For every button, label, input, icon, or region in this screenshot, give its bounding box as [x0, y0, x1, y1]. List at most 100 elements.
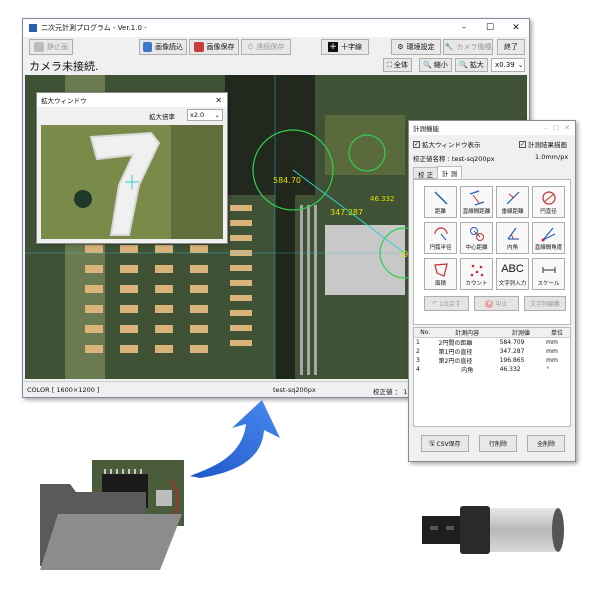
still-image-button[interactable]: 静止画: [29, 39, 73, 55]
distance-icon: [434, 191, 448, 205]
table-row[interactable]: 1 2円間の距離 584.709 mm: [414, 338, 570, 347]
save-image-button[interactable]: 画像保存: [189, 39, 239, 55]
tab-calibrate[interactable]: 校 正: [413, 167, 439, 179]
close-icon[interactable]: ✕: [512, 23, 520, 33]
csv-save-button[interactable]: 🖫CSV保存: [421, 435, 469, 452]
tool-count[interactable]: カウント: [460, 258, 493, 290]
row-value: 46.332: [499, 366, 521, 373]
tool-area[interactable]: 面積: [424, 258, 457, 290]
zoom-factor-label: 拡大倍率: [149, 113, 175, 121]
tool-count-label: カウント: [465, 281, 488, 287]
color-mode-text: COLOR [ 1600×1200 ]: [27, 386, 100, 394]
table-row[interactable]: 3 第2円の直径 196.865 mm: [414, 356, 570, 365]
row-no: 3: [416, 357, 420, 364]
tab-measure[interactable]: 計 測: [437, 166, 463, 179]
center-distance-icon: [470, 227, 484, 241]
row-item: 内角: [461, 367, 474, 374]
area-icon: [434, 263, 448, 277]
camera-icon: [34, 42, 44, 52]
fit-button[interactable]: ⛶全体: [383, 58, 412, 72]
overlay-label-diameter: 347.287: [330, 208, 363, 217]
tool-perpendicular[interactable]: 垂線距離: [496, 186, 529, 218]
zoom-in-button[interactable]: 🔍拡大: [455, 58, 488, 72]
tool-line-distance[interactable]: 直線間距離: [460, 186, 493, 218]
calibration-name-text: 校正値名称 : test-sq200px: [413, 155, 495, 163]
magnifier-title: 拡大ウィンドウ: [41, 97, 87, 105]
tool-arc-radius[interactable]: 円弧半径: [424, 222, 457, 254]
crosshair-label: 十字線: [341, 43, 362, 51]
row-item: 第1円の直径: [438, 349, 473, 356]
col-unit: 単位: [551, 330, 564, 337]
title-bar: 二次元計測プログラム - Ver.1.0 - – ☐ ✕: [23, 19, 529, 37]
folder-icon: [40, 484, 182, 570]
tool-center-distance[interactable]: 中心距離: [460, 222, 493, 254]
load-image-button[interactable]: 画像読込: [139, 39, 187, 55]
edit-text-button[interactable]: 文字列編集: [524, 296, 566, 311]
table-row[interactable]: 2 第1円の直径 347.287 mm: [414, 347, 570, 356]
close-icon[interactable]: ✕: [564, 124, 570, 132]
stop-button[interactable]: ✕中止: [474, 296, 519, 311]
fit-icon: ⛶: [387, 60, 392, 69]
results-header-row: No. 計測内容 計測値 単位: [414, 328, 570, 338]
maximize-icon[interactable]: ☐: [485, 23, 495, 33]
edit-text-label: 文字列編集: [529, 301, 560, 308]
undo-point-button[interactable]: ↶1点戻す: [424, 296, 469, 311]
tool-inner-angle[interactable]: 内角: [496, 222, 529, 254]
timer-save-button[interactable]: ⏱連続保存: [241, 39, 291, 55]
overlay-label-distance: 584.70: [273, 176, 301, 185]
delete-row-button[interactable]: 行削除: [479, 435, 517, 452]
close-icon[interactable]: ✕: [215, 95, 222, 105]
measure-title-bar: 計測機能 – ☐ ✕: [409, 121, 575, 135]
row-unit: mm: [546, 348, 558, 355]
usb-drive-icon: [422, 506, 564, 554]
minimize-icon[interactable]: –: [544, 124, 548, 132]
tool-circle-diameter[interactable]: 円直径: [532, 186, 565, 218]
draw-results-checkbox[interactable]: ✓ 計測結果描画: [519, 139, 567, 149]
magnifier-window: 拡大ウィンドウ ✕ 拡大倍率 x2.0 ⌄: [36, 92, 228, 244]
table-row[interactable]: 4 内角 46.332 °: [414, 365, 570, 374]
settings-button[interactable]: ⚙環境設定: [391, 39, 441, 55]
delete-all-label: 全削除: [536, 441, 555, 448]
minimize-icon[interactable]: –: [461, 23, 467, 33]
zoom-factor-select[interactable]: x2.0 ⌄: [187, 109, 223, 121]
row-no: 4: [416, 366, 420, 373]
save-label: 画像保存: [206, 43, 235, 51]
wrench-icon: 🔧: [444, 43, 454, 51]
settings-label: 環境設定: [406, 43, 435, 51]
zoom-out-button[interactable]: 🔍縮小: [419, 58, 452, 72]
inner-angle-icon: [507, 227, 519, 240]
zoom-level-select[interactable]: x0.39⌄: [491, 58, 525, 72]
tool-inner-angle-label: 内角: [506, 245, 518, 251]
checkbox-checked-icon: ✓: [519, 140, 526, 148]
tool-distance[interactable]: 距離: [424, 186, 457, 218]
perpendicular-icon: [506, 191, 520, 205]
tool-area-label: 面積: [434, 281, 446, 287]
magnifier-checkbox[interactable]: ✓ 拡大ウィンドウ表示: [413, 139, 481, 149]
profile-name-text: test-sq200px: [273, 386, 316, 394]
csv-icon: 🖫: [429, 439, 435, 447]
tool-distance-label: 距離: [434, 209, 446, 215]
magnified-image: [41, 125, 223, 239]
chevron-down-icon: ⌄: [214, 111, 220, 119]
tool-line-angle[interactable]: 直線間角度: [532, 222, 565, 254]
exit-button[interactable]: 終了: [497, 39, 525, 55]
fit-label: 全体: [393, 61, 408, 69]
measure-title: 計測機能: [413, 125, 439, 133]
row-unit: mm: [546, 339, 558, 346]
results-table[interactable]: No. 計測内容 計測値 単位 1 2円間の距離 584.709 mm 2 第1…: [413, 327, 571, 427]
zoom-in-icon: 🔍: [459, 61, 468, 69]
row-unit: °: [546, 366, 550, 373]
undo-icon: ↶: [432, 300, 438, 307]
delete-all-button[interactable]: 全削除: [527, 435, 565, 452]
crosshair-button[interactable]: +十字線: [321, 39, 369, 55]
maximize-icon[interactable]: ☐: [552, 124, 560, 132]
tool-perpendicular-label: 垂線距離: [501, 209, 524, 215]
tool-line-distance-label: 直線間距離: [462, 209, 491, 215]
row-value: 196.865: [499, 357, 525, 364]
row-unit: mm: [546, 357, 558, 364]
tool-scale[interactable]: スケール: [532, 258, 565, 290]
stop-icon: ✕: [485, 299, 494, 308]
camera-model-button[interactable]: 🔧カメラ機種: [443, 39, 493, 55]
magnifier-title-bar: 拡大ウィンドウ ✕: [37, 93, 227, 107]
